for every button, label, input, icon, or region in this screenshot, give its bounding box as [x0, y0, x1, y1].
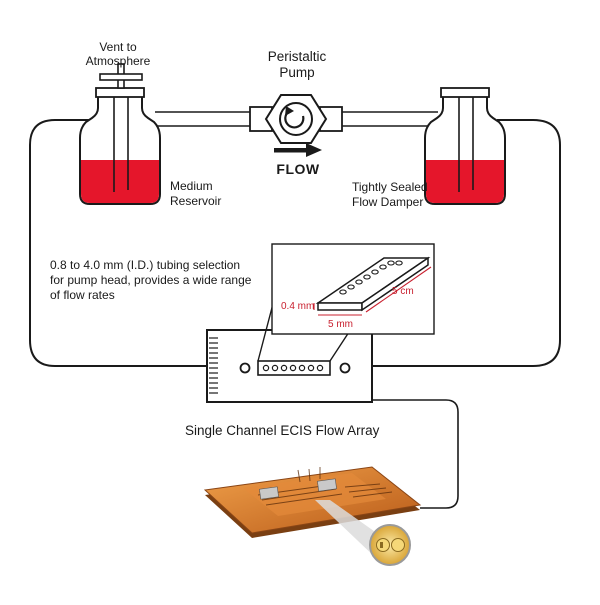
array-label: Single Channel ECIS Flow Array: [185, 423, 380, 438]
dimension-lines: [313, 266, 432, 316]
flow-damper: [424, 87, 506, 205]
flow-label: FLOW: [276, 161, 320, 177]
damper-liquid: [426, 160, 504, 203]
pump-label: Peristaltic Pump: [267, 49, 327, 80]
electrode-magnifier-icon: [315, 500, 411, 566]
dimension-length-label: 5 cm: [392, 286, 414, 297]
connector-line: [372, 399, 459, 509]
pump-rotation-icon: [284, 111, 305, 129]
reservoir-label: Medium Reservoir: [170, 179, 222, 208]
tube-to-pump: [155, 111, 438, 127]
medium-reservoir: [79, 63, 161, 205]
flow-arrow-icon: [274, 143, 322, 157]
ecis-chip-photo: [203, 466, 422, 538]
peristaltic-pump: [249, 94, 343, 144]
vent-label: Vent to Atmosphere: [85, 40, 151, 68]
dimension-width-label: 5 mm: [328, 319, 353, 330]
flow-array-slide: [206, 329, 373, 403]
contact-pads: [209, 337, 218, 394]
channel-3d-view: [313, 256, 432, 316]
tubing-loop-right: [355, 119, 561, 367]
reservoir-liquid: [81, 160, 159, 203]
damper-label: Tightly Sealed Flow Damper: [352, 180, 428, 209]
dimension-height-label: 0.4 mm: [281, 301, 315, 312]
tubing-loop: [29, 119, 212, 367]
tubing-note: 0.8 to 4.0 mm (I.D.) tubing selection fo…: [50, 258, 252, 302]
